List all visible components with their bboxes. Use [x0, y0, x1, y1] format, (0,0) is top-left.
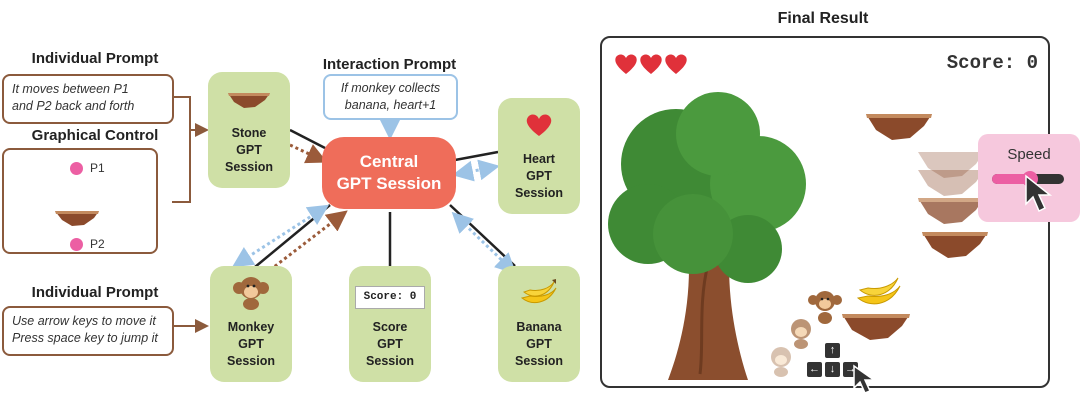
- game-canvas[interactable]: Score: 0: [600, 36, 1050, 394]
- score-gpt-session: Score: 0 Score GPT Session: [349, 266, 431, 382]
- connector-lines: [170, 96, 517, 333]
- stone-platform-icon: [918, 170, 984, 196]
- session-line: Stone: [231, 126, 267, 140]
- p2-label: P2: [90, 237, 105, 251]
- p1-label: P1: [90, 161, 105, 175]
- individual-prompt-title: Individual Prompt: [31, 50, 159, 67]
- session-line: Monkey: [227, 320, 275, 334]
- central-line: Central: [359, 152, 419, 171]
- graphical-control-title: Graphical Control: [31, 127, 159, 144]
- session-line: Session: [227, 354, 275, 368]
- banana-icon: [520, 279, 557, 304]
- session-line: Session: [366, 354, 414, 368]
- session-line: GPT: [236, 143, 262, 157]
- stone-platform-icon: [228, 93, 270, 108]
- session-line: Banana: [516, 320, 562, 334]
- arrow-left-key[interactable]: ←: [807, 362, 822, 377]
- final-result-title: Final Result: [777, 10, 869, 27]
- cursor-icon: [853, 364, 877, 394]
- prompt-line: banana, heart+1: [344, 98, 437, 112]
- session-line: Session: [515, 186, 563, 200]
- graphical-control-box: P1 P2: [2, 148, 158, 254]
- session-line: GPT: [526, 169, 552, 183]
- heart-gpt-session: Heart GPT Session: [498, 98, 580, 214]
- central-line: GPT Session: [336, 174, 442, 193]
- prompt-line: Press space key to jump it: [12, 331, 158, 345]
- monkey-icon: [791, 319, 811, 349]
- stone-platform-icon: [842, 314, 910, 340]
- arrow-up-key[interactable]: ↑: [825, 343, 840, 358]
- prompt-line: It moves between P1: [12, 82, 129, 96]
- speed-control: Speed: [978, 134, 1080, 222]
- stone-platform-icon: [918, 152, 984, 178]
- interaction-prompt-title: Interaction Prompt: [322, 56, 457, 73]
- speed-slider-fill: [992, 174, 1030, 184]
- session-line: Heart: [523, 152, 555, 166]
- stone-gpt-session: Stone GPT Session: [208, 72, 290, 188]
- heart-icon: [526, 114, 552, 136]
- monkey-icon: [233, 277, 269, 310]
- central-gpt-session: Central GPT Session: [322, 137, 456, 209]
- score-display: Score: 0: [946, 52, 1038, 74]
- stone-platform-icon: [55, 211, 99, 226]
- stone-platform-icon: [918, 198, 984, 224]
- score-preview: Score: 0: [355, 286, 425, 309]
- p1-handle[interactable]: [70, 162, 83, 175]
- interaction-prompt-box: If monkey collects banana, heart+1: [323, 74, 458, 120]
- monkey-gpt-session: Monkey GPT Session: [210, 266, 292, 382]
- individual-prompt-box: It moves between P1 and P2 back and fort…: [2, 74, 174, 124]
- monkey-icon: [808, 291, 842, 324]
- session-line: Session: [225, 160, 273, 174]
- banana-icon: [856, 277, 901, 305]
- session-line: GPT: [238, 337, 264, 351]
- arrow-down-key[interactable]: ↓: [825, 362, 840, 377]
- prompt-line: Use arrow keys to move it: [12, 314, 156, 328]
- session-line: Score: [372, 320, 408, 334]
- stone-platform-icon: [922, 232, 988, 258]
- monkey-icon: [771, 347, 791, 377]
- session-line: GPT: [526, 337, 552, 351]
- cursor-icon: [1025, 174, 1053, 213]
- heart-icon: [640, 54, 662, 74]
- speed-label: Speed: [1007, 146, 1051, 163]
- banana-gpt-session: Banana GPT Session: [498, 266, 580, 382]
- prompt-line: and P2 back and forth: [12, 99, 135, 113]
- heart-icon: [665, 54, 687, 74]
- p2-handle[interactable]: [70, 238, 83, 251]
- individual-prompt-box: Use arrow keys to move it Press space ke…: [2, 306, 174, 356]
- heart-icon: [615, 54, 637, 74]
- prompt-line: If monkey collects: [340, 81, 441, 95]
- session-line: GPT: [377, 337, 403, 351]
- tree-icon: [608, 92, 806, 380]
- session-line: Session: [515, 354, 563, 368]
- individual-prompt-title: Individual Prompt: [31, 284, 159, 301]
- lives-hearts: [615, 54, 687, 74]
- stone-platform-icon: [866, 114, 932, 140]
